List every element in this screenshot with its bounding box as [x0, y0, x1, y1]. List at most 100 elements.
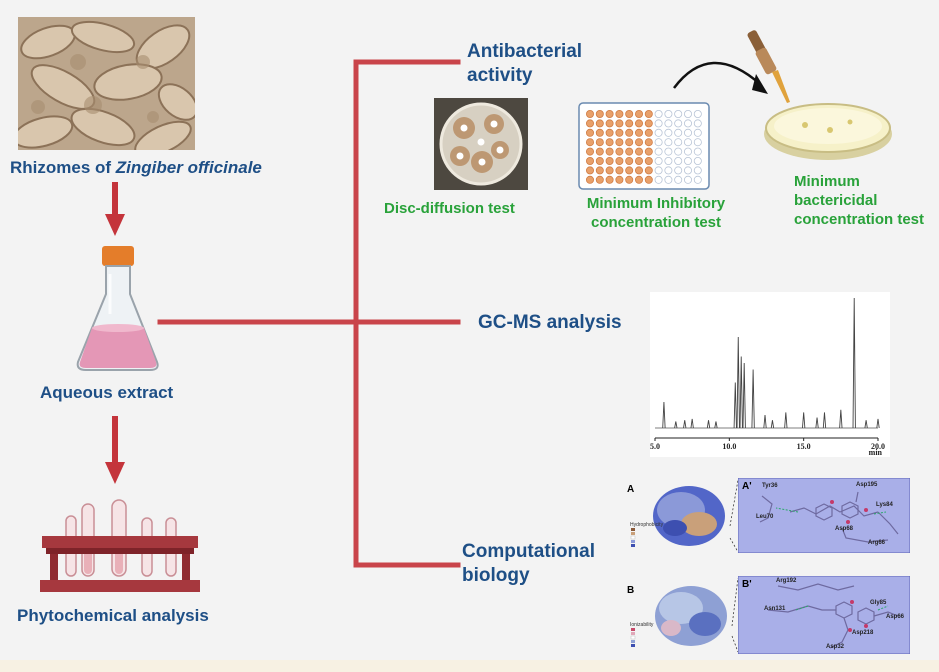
chromatogram-peak [784, 412, 788, 429]
plate-well [684, 109, 693, 118]
residue-a-5: Asp68 [835, 526, 854, 532]
antibacterial-title-line2: activity [467, 65, 533, 86]
plate-well [693, 128, 702, 137]
plate-well [684, 138, 693, 147]
petri-dish-icon [764, 103, 892, 160]
plate-well [693, 166, 702, 175]
plate-well [693, 109, 702, 118]
aqueous-extract-label: Aqueous extract [40, 383, 174, 402]
chromatogram-tick-label: 20.0 [871, 442, 885, 451]
plate-well [635, 175, 644, 184]
plate-well [674, 119, 683, 128]
plate-well [585, 175, 594, 184]
plate-well [664, 147, 673, 156]
rhizome-label-prefix: Rhizomes of [10, 158, 116, 177]
plate-well [605, 128, 614, 137]
residue-b-5: Asp218 [852, 630, 874, 636]
chromatogram-peak [852, 297, 856, 429]
plate-well [644, 166, 653, 175]
chromatogram-peak [751, 369, 755, 429]
chromatogram-tick-label: 5.0 [650, 442, 660, 451]
legend-a-title: Hydrophobicity [630, 522, 664, 528]
plate-well [585, 166, 594, 175]
plate-well [605, 175, 614, 184]
plate-well [684, 166, 693, 175]
plate-well [635, 128, 644, 137]
plate-well [664, 175, 673, 184]
mic-label-line1: Minimum Inhibitory [586, 195, 726, 212]
residue-b-1: Arg192 [776, 578, 797, 584]
zoom-connector-b [731, 577, 739, 653]
plate-well [684, 128, 693, 137]
residue-a-4: Leu70 [756, 514, 774, 520]
plate-well [674, 166, 683, 175]
plate-well [684, 147, 693, 156]
plate-well [595, 175, 604, 184]
chromatogram-tick-label: 15.0 [797, 442, 811, 451]
arrow-down-2-shaft [112, 416, 118, 464]
residue-a-2: Asp195 [856, 482, 878, 488]
plate-well [684, 157, 693, 166]
plate-well [684, 119, 693, 128]
pipette-icon [747, 30, 790, 103]
chromatogram-peak [683, 420, 687, 429]
legend-a [630, 528, 636, 547]
panel-b-label: B [627, 585, 635, 596]
plate-well [605, 157, 614, 166]
plate-well [605, 147, 614, 156]
chromatogram-peak [763, 414, 767, 429]
chromatogram-peak [815, 417, 819, 429]
plate-well [625, 166, 634, 175]
plate-well [674, 109, 683, 118]
plate-well [585, 138, 594, 147]
plate-well [615, 166, 624, 175]
mbc-label-line2: bactericidal [794, 192, 878, 209]
plate-well [654, 147, 663, 156]
arrow-down-1-shaft [112, 182, 118, 216]
plate-well [605, 138, 614, 147]
curved-arrow [673, 61, 761, 89]
plate-well [644, 147, 653, 156]
plate-well [674, 128, 683, 137]
flask-icon [76, 246, 159, 371]
plate-well [693, 175, 702, 184]
protein-surface-b [630, 586, 727, 647]
plate-well [654, 175, 663, 184]
chromatogram-peak [770, 420, 775, 429]
flow-arrows [105, 182, 125, 484]
plate-well [625, 147, 634, 156]
plate-well [585, 147, 594, 156]
plate-well [644, 119, 653, 128]
mbc-label: Minimum bactericidal concentration test [794, 172, 924, 229]
plate-well [684, 175, 693, 184]
mbc-label-line1: Minimum [794, 173, 860, 190]
residue-a-1: Tyr36 [762, 483, 778, 489]
plate-well [595, 119, 604, 128]
ginger-rhizome-photo [18, 17, 195, 150]
plate-well [644, 138, 653, 147]
chromatogram-peak [839, 409, 843, 429]
plate-well [635, 166, 644, 175]
plate-well [644, 109, 653, 118]
chromatogram-peak [706, 420, 711, 429]
computational-title: Computational biology [462, 540, 595, 588]
plate-well [585, 128, 594, 137]
plate-well [595, 147, 604, 156]
antibacterial-title: Antibacterial activity [467, 40, 582, 88]
plate-well [693, 157, 702, 166]
zoom-connector-a [729, 479, 739, 553]
plate-well [635, 147, 644, 156]
microplate-icon [578, 102, 710, 190]
plate-well [605, 109, 614, 118]
residue-a-3: Lys84 [876, 502, 893, 508]
chromatogram-peak [736, 336, 740, 429]
plate-well [625, 175, 634, 184]
plate-well [654, 138, 663, 147]
plate-well [615, 138, 624, 147]
plate-well [664, 166, 673, 175]
plate-well [585, 157, 594, 166]
chromatogram-peak [742, 362, 746, 429]
residue-b-4: Asp66 [886, 614, 905, 620]
plate-well [644, 175, 653, 184]
interaction-diagram-b [738, 576, 910, 654]
